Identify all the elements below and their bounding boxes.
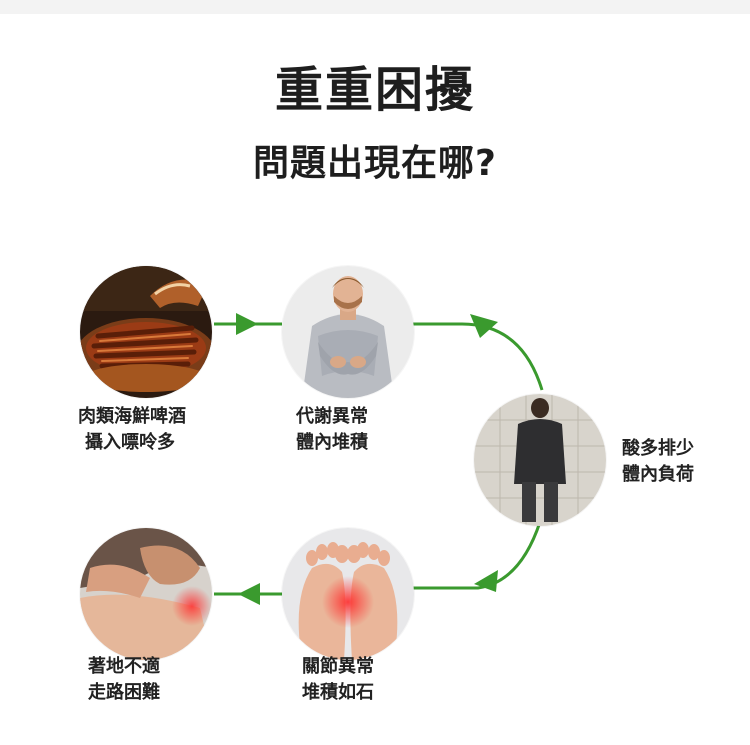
label-excretion-line1: 酸多排少 <box>622 438 694 459</box>
arrow-excretion-to-joint <box>412 521 542 590</box>
top-strip <box>0 0 750 14</box>
metabolism-image <box>282 266 414 398</box>
label-excretion-line2: 體內負荷 <box>622 464 694 485</box>
arrow-metabolism-to-excretion <box>412 322 544 391</box>
label-joint-line1: 關節異常 <box>302 656 374 677</box>
arrowhead-4 <box>238 583 260 605</box>
arrowhead-2 <box>470 314 498 338</box>
excretion-image <box>474 394 606 526</box>
arrowhead-3 <box>474 570 498 592</box>
label-metabolism-line1: 代謝異常 <box>296 406 368 427</box>
label-joint-line2: 堆積如石 <box>302 682 374 703</box>
food-image <box>80 266 212 398</box>
sub-title: 問題出現在哪? <box>253 143 497 184</box>
label-walking-line1: 著地不適 <box>88 656 160 677</box>
label-metabolism: 代謝異常 體內堆積 <box>296 404 368 456</box>
walking-image <box>80 528 212 660</box>
label-food: 肉類海鮮啤酒 攝入嘌呤多 <box>78 404 186 456</box>
label-walking: 著地不適 走路困難 <box>88 654 160 706</box>
arrowhead-1 <box>236 313 258 335</box>
label-walking-line2: 走路困難 <box>88 682 160 703</box>
label-food-line1: 肉類海鮮啤酒 <box>78 406 186 427</box>
label-excretion: 酸多排少 體內負荷 <box>622 436 694 488</box>
label-metabolism-line2: 體內堆積 <box>296 432 368 453</box>
label-food-line2: 攝入嘌呤多 <box>85 432 175 453</box>
main-title: 重重困擾 <box>274 62 475 118</box>
joint-image <box>282 528 414 660</box>
label-joint: 關節異常 堆積如石 <box>302 654 374 706</box>
